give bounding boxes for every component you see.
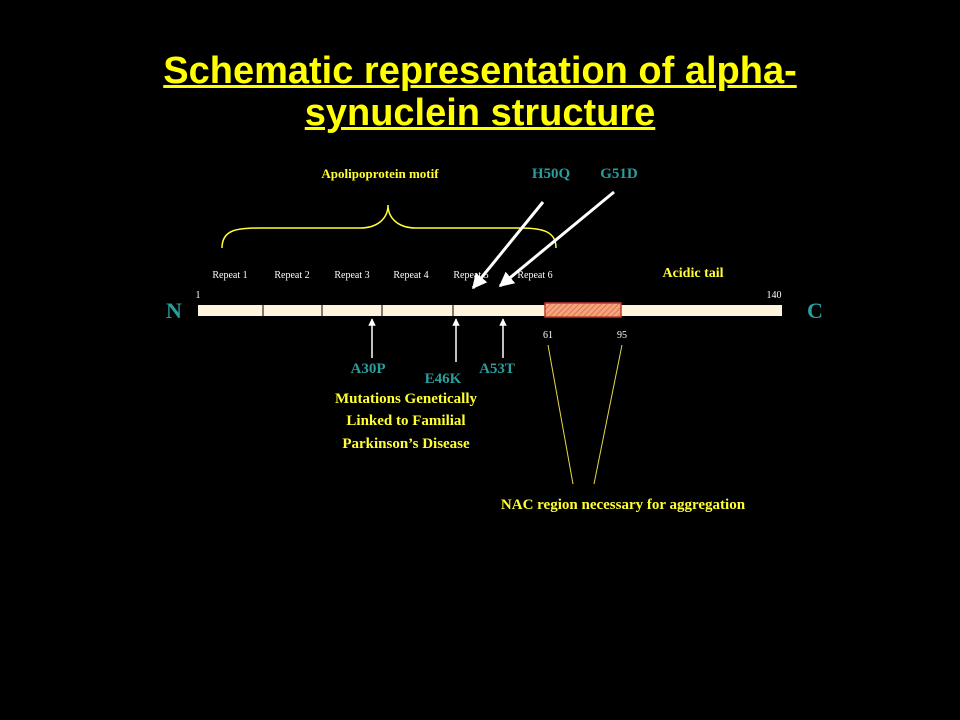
nac-end-label: 95 — [617, 330, 627, 341]
mutation-h50q-arrow — [471, 201, 545, 290]
repeat-label-2: Repeat 2 — [274, 270, 309, 281]
n-terminus-label: N — [166, 298, 182, 323]
position-start-label: 1 — [196, 290, 201, 301]
mutation-g51d-label: G51D — [600, 166, 638, 182]
mutation-caption: Mutations Genetically Linked to Familial… — [335, 391, 478, 452]
caption-line: Linked to Familial — [346, 413, 465, 429]
caption-line: Parkinson’s Disease — [342, 436, 470, 452]
mutation-a53t-label: A53T — [479, 361, 515, 377]
nac-start-label: 61 — [543, 330, 553, 341]
mutation-h50q-label: H50Q — [532, 166, 571, 182]
protein-bar — [198, 305, 782, 316]
nac-pointer-left — [547, 344, 574, 485]
mutation-e46k-label: E46K — [425, 371, 462, 387]
repeat-label-1: Repeat 1 — [212, 270, 247, 281]
position-end-label: 140 — [767, 290, 782, 301]
mutation-g51d-arrow — [498, 190, 615, 288]
repeat-label-3: Repeat 3 — [334, 270, 369, 281]
apolipoprotein-brace — [221, 204, 557, 249]
caption-line: Mutations Genetically — [335, 391, 478, 407]
nac-region-label: NAC region necessary for aggregation — [501, 497, 746, 513]
c-terminus-label: C — [807, 298, 823, 323]
repeat-label-5: Repeat 5 — [453, 270, 488, 281]
repeat-label-4: Repeat 4 — [393, 270, 428, 281]
nac-region — [544, 302, 622, 318]
repeat-labels: Repeat 1 Repeat 2 Repeat 3 Repeat 4 Repe… — [212, 270, 552, 281]
apolipoprotein-label: Apolipoprotein motif — [321, 166, 439, 181]
title-line-1: Schematic representation of alpha- — [163, 50, 797, 92]
nac-pointer-right — [593, 344, 623, 485]
repeat-dividers — [262, 305, 454, 316]
repeat-label-6: Repeat 6 — [517, 270, 552, 281]
slide-title: Schematic representation of alpha- synuc… — [0, 50, 960, 134]
title-line-2: synuclein structure — [304, 92, 656, 134]
mutation-a30p-label: A30P — [351, 361, 386, 377]
acidic-tail-label: Acidic tail — [662, 266, 723, 281]
